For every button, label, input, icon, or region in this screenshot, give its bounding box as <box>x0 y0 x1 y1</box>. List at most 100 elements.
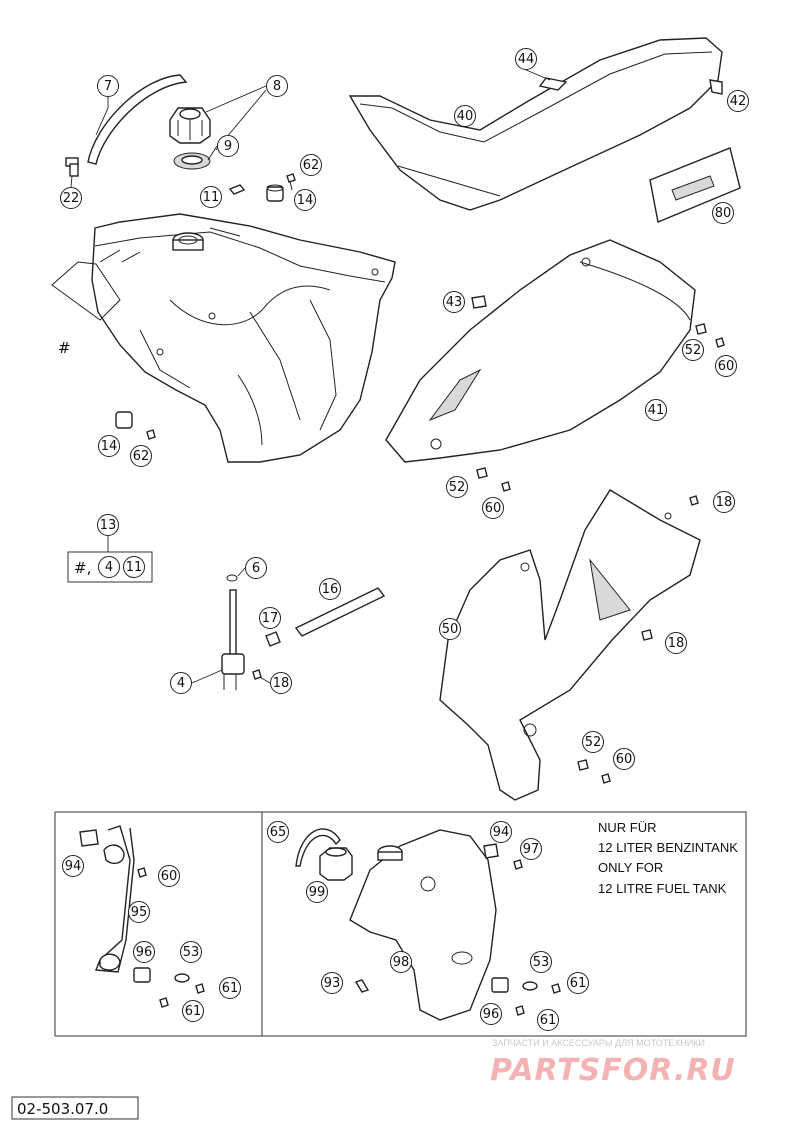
hose-fitting <box>65 157 79 177</box>
callout-number: 43 <box>446 295 463 310</box>
callout-number: 17 <box>262 611 279 626</box>
callout-number: 94 <box>65 859 82 874</box>
callout-number: 60 <box>718 359 735 374</box>
callout-number: 4 <box>105 560 113 575</box>
callout-number: 22 <box>63 191 80 206</box>
callout-number: 80 <box>715 206 732 221</box>
callout-95: 95 <box>128 901 150 923</box>
callout-13: 13 <box>97 514 119 536</box>
callout-number: 60 <box>616 752 633 767</box>
callout-4: 4 <box>170 672 192 694</box>
screw-11 <box>228 184 246 195</box>
callout-61: 61 <box>567 972 589 994</box>
callout-98: 98 <box>390 951 412 973</box>
callout-22: 22 <box>60 187 82 209</box>
callout-50: 50 <box>439 618 461 640</box>
callout-61: 61 <box>537 1009 559 1031</box>
callout-number: 61 <box>540 1013 557 1028</box>
callout-number: 93 <box>324 976 341 991</box>
fuel-tap <box>221 574 245 690</box>
callout-number: 9 <box>224 139 232 154</box>
callout-53: 53 <box>530 951 552 973</box>
callout-4: 4 <box>98 556 120 578</box>
callout-52: 52 <box>582 731 604 753</box>
callout-65: 65 <box>267 821 289 843</box>
callout-18: 18 <box>665 632 687 654</box>
callout-number: 98 <box>393 955 410 970</box>
ktm-decal <box>649 147 741 223</box>
callout-94: 94 <box>490 821 512 843</box>
callout-99: 99 <box>306 881 328 903</box>
callout-42: 42 <box>727 90 749 112</box>
callout-14: 14 <box>98 435 120 457</box>
callout-number: 60 <box>161 869 178 884</box>
callout-43: 43 <box>443 291 465 313</box>
callout-number: 18 <box>668 636 685 651</box>
variant-frame-right <box>261 811 747 1037</box>
kit-13-box <box>67 551 153 583</box>
callout-41: 41 <box>645 399 667 421</box>
callout-number: 4 <box>177 676 185 691</box>
bolt-62b <box>146 429 156 440</box>
callout-7: 7 <box>97 75 119 97</box>
callout-number: 53 <box>183 945 200 960</box>
callout-number: 52 <box>449 480 466 495</box>
note-line-1: NUR FÜR <box>598 820 657 835</box>
callout-61: 61 <box>219 977 241 999</box>
callout-number: 53 <box>533 955 550 970</box>
callout-60: 60 <box>482 497 504 519</box>
callout-number: 60 <box>485 501 502 516</box>
callout-number: 61 <box>222 981 239 996</box>
vent-hose <box>87 74 188 165</box>
side-cover-41 <box>385 239 696 463</box>
callout-8: 8 <box>266 75 288 97</box>
callout-number: 11 <box>203 190 220 205</box>
callout-number: 96 <box>136 945 153 960</box>
hash-label: # <box>58 339 71 357</box>
callout-number: 62 <box>303 158 320 173</box>
callout-53: 53 <box>180 941 202 963</box>
callout-number: 11 <box>126 560 143 575</box>
callout-52: 52 <box>682 339 704 361</box>
small-fuel-tank-98 <box>349 829 497 1021</box>
callout-9: 9 <box>217 135 239 157</box>
callout-number: 18 <box>273 676 290 691</box>
watermark-brand: PARTSFOR.RU <box>490 1053 736 1088</box>
callout-number: 14 <box>297 193 314 208</box>
callout-number: 6 <box>252 561 260 576</box>
fuel-hose-16 <box>294 587 386 637</box>
callout-14: 14 <box>294 189 316 211</box>
callout-44: 44 <box>515 48 537 70</box>
callout-60: 60 <box>715 355 737 377</box>
note-line-4: 12 LITRE FUEL TANK <box>598 881 727 896</box>
diagram-code: 02-503.07.0 <box>17 1100 108 1118</box>
callout-number: 61 <box>570 976 587 991</box>
callout-62: 62 <box>300 154 322 176</box>
grommet-43 <box>471 295 487 309</box>
callout-number: 52 <box>685 343 702 358</box>
diagram-code-box <box>11 1096 139 1120</box>
callout-number: 18 <box>716 495 733 510</box>
variant-note: NUR FÜR 12 LITER BENZINTANK ONLY FOR 12 … <box>598 820 738 896</box>
seat <box>348 37 723 211</box>
callout-18: 18 <box>270 672 292 694</box>
note-line-2: 12 LITER BENZINTANK <box>598 840 738 855</box>
callout-61: 61 <box>182 1000 204 1022</box>
hose-65 <box>295 828 341 867</box>
callout-number: 42 <box>730 94 747 109</box>
fuel-tank <box>51 213 396 463</box>
callout-94: 94 <box>62 855 84 877</box>
callout-60: 60 <box>158 865 180 887</box>
callout-number: 62 <box>133 449 150 464</box>
callout-number: 95 <box>131 905 148 920</box>
callout-93: 93 <box>321 972 343 994</box>
callout-number: 50 <box>442 622 459 637</box>
watermark-tagline: ЗАПЧАСТИ И АКСЕССУАРЫ ДЛЯ МОТОТЕХНИКИ <box>492 1038 705 1048</box>
callout-16: 16 <box>319 578 341 600</box>
mounting-bracket-95 <box>95 825 135 973</box>
callout-number: 97 <box>523 842 540 857</box>
callout-number: 94 <box>493 825 510 840</box>
callout-number: 8 <box>273 79 281 94</box>
callout-number: 14 <box>101 439 118 454</box>
